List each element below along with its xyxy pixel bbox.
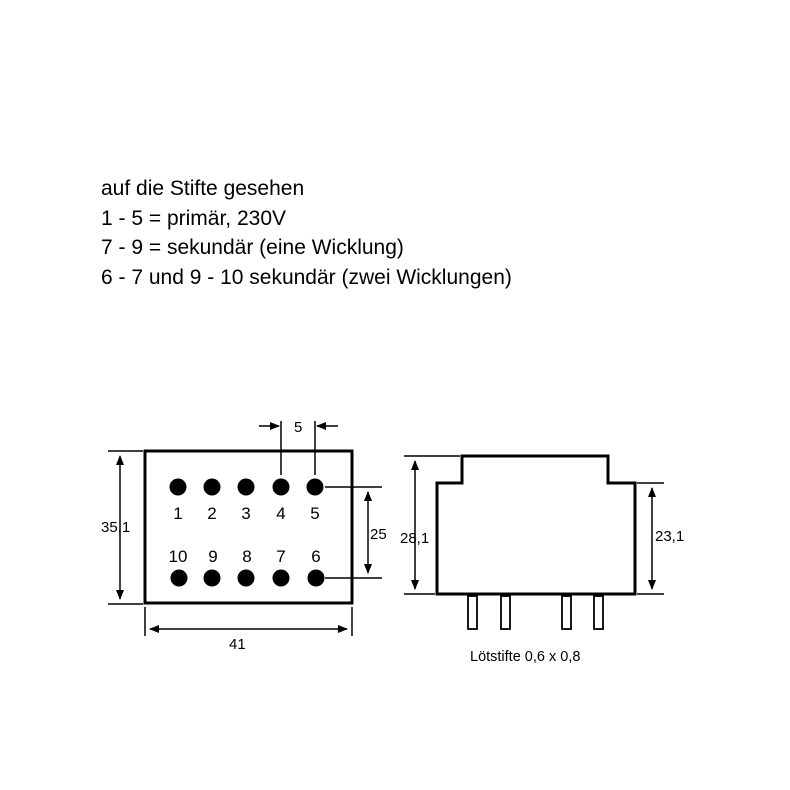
note-line-4: 6 - 7 und 9 - 10 sekundär (zwei Wicklung… xyxy=(101,265,512,289)
top-view: 1 2 3 4 5 10 9 8 7 6 35,1 41 xyxy=(101,419,387,653)
solder-pin-1 xyxy=(467,595,478,630)
dim-row-spacing-label: 25 xyxy=(370,526,387,543)
note-line-3: 7 - 9 = sekundär (eine Wicklung) xyxy=(101,236,404,259)
solder-pin-3 xyxy=(561,595,572,630)
pin-label-4: 4 xyxy=(276,504,285,523)
dim-pitch-label: 5 xyxy=(294,419,302,436)
dim-total-height xyxy=(404,455,460,595)
note-line-2: 1 - 5 = primär, 230V xyxy=(101,206,287,230)
dim-row-spacing xyxy=(325,486,382,579)
top-view-body xyxy=(143,449,354,605)
dim-height-top-view xyxy=(108,450,143,605)
pin-7 xyxy=(272,569,290,587)
pin-6 xyxy=(307,569,325,587)
pin-label-2: 2 xyxy=(207,504,216,523)
dim-total-height-label: 28,1 xyxy=(400,530,429,547)
pin-3 xyxy=(237,478,255,496)
side-view: 28,1 23,1 Lötstifte 0,6 x 0,8 xyxy=(400,454,684,665)
dim-body-height-label: 23,1 xyxy=(655,528,684,545)
solder-pins xyxy=(467,595,604,630)
pin-label-1: 1 xyxy=(173,504,182,523)
pin-row-top xyxy=(169,478,324,496)
solder-pins-caption: Lötstifte 0,6 x 0,8 xyxy=(470,649,580,665)
solder-pin-2 xyxy=(500,595,511,630)
pin-10 xyxy=(170,569,188,587)
pin-5 xyxy=(306,478,324,496)
solder-pin-4 xyxy=(593,595,604,630)
dim-width-label: 41 xyxy=(229,636,246,653)
pin-4 xyxy=(272,478,290,496)
pin-label-9: 9 xyxy=(208,547,217,566)
dim-pitch xyxy=(259,421,338,475)
pin-9 xyxy=(203,569,221,587)
pin-label-8: 8 xyxy=(242,547,251,566)
dim-body-height xyxy=(637,482,664,595)
pin-label-6: 6 xyxy=(311,547,320,566)
note-line-1: auf die Stifte gesehen xyxy=(101,177,305,200)
pin-8 xyxy=(237,569,255,587)
side-view-body xyxy=(435,454,637,596)
pin-label-7: 7 xyxy=(276,547,285,566)
pin-label-3: 3 xyxy=(241,504,250,523)
pin-label-10: 10 xyxy=(169,547,188,566)
dim-height-label: 35,1 xyxy=(101,519,130,536)
pin-label-5: 5 xyxy=(310,504,319,523)
pin-2 xyxy=(203,478,221,496)
notes-text: auf die Stifte gesehen 1 - 5 = primär, 2… xyxy=(101,174,512,292)
pin-1 xyxy=(169,478,187,496)
pin-row-bottom xyxy=(170,569,325,587)
dim-width-top-view xyxy=(144,607,353,636)
